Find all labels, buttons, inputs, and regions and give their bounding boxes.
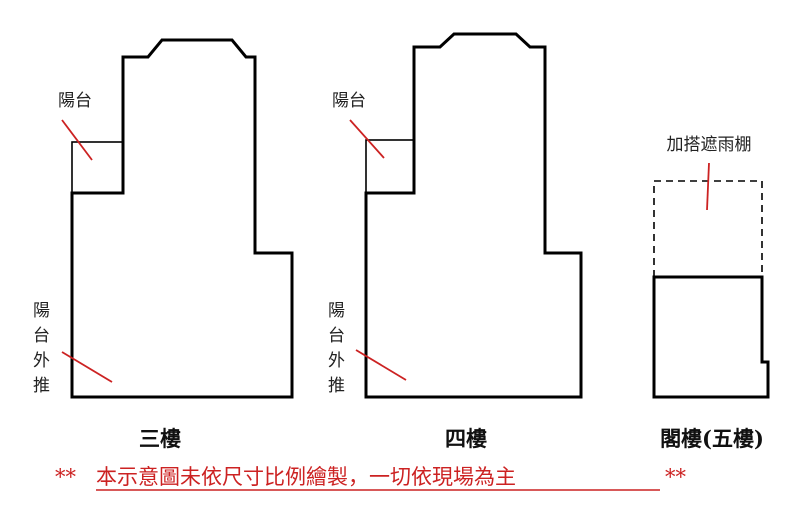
attic-outline [652, 275, 770, 399]
plan-third-floor: 陽台 陽 台 外 推 三樓 [33, 38, 294, 451]
third-floor-outline [70, 38, 294, 399]
third-floor-extension-pointer [61, 351, 113, 383]
fourth-floor-balcony [365, 139, 415, 194]
third-floor-ext-char-4: 推 [33, 376, 50, 396]
fourth-floor-ext-char-1: 陽 [328, 301, 345, 321]
fourth-floor-ext-char-4: 推 [328, 376, 345, 396]
plan-fourth-floor: 陽台 陽 台 外 推 四樓 [328, 32, 583, 451]
third-floor-balcony-label: 陽台 [58, 91, 92, 111]
third-floor-balcony-pointer [61, 119, 93, 161]
fourth-floor-outline [364, 32, 583, 399]
third-floor-balcony [71, 141, 124, 194]
third-floor-title: 三樓 [139, 426, 181, 451]
attic-canopy-label: 加搭遮雨棚 [667, 135, 752, 155]
fourth-floor-ext-char-2: 台 [328, 326, 345, 346]
third-floor-ext-char-3: 外 [33, 351, 50, 371]
fourth-floor-extension-pointer [355, 349, 407, 381]
fourth-floor-balcony-label: 陽台 [332, 91, 366, 111]
third-floor-ext-char-2: 台 [33, 326, 50, 346]
fourth-floor-title: 四樓 [445, 426, 487, 451]
third-floor-ext-char-1: 陽 [33, 301, 50, 321]
note-prefix: ** [55, 465, 77, 489]
plan-attic-floor: 加搭遮雨棚 閣樓(五樓) [652, 135, 770, 451]
disclaimer-note: ** 本示意圖未依尺寸比例繪製，一切依現場為主 ** [55, 465, 687, 491]
attic-floor-title: 閣樓(五樓) [660, 426, 764, 451]
fourth-floor-ext-char-3: 外 [328, 351, 345, 371]
note-text: 本示意圖未依尺寸比例繪製，一切依現場為主 [96, 465, 516, 489]
note-suffix: ** [665, 465, 687, 489]
fourth-floor-balcony-pointer [349, 119, 385, 159]
attic-canopy-pointer [706, 162, 710, 211]
